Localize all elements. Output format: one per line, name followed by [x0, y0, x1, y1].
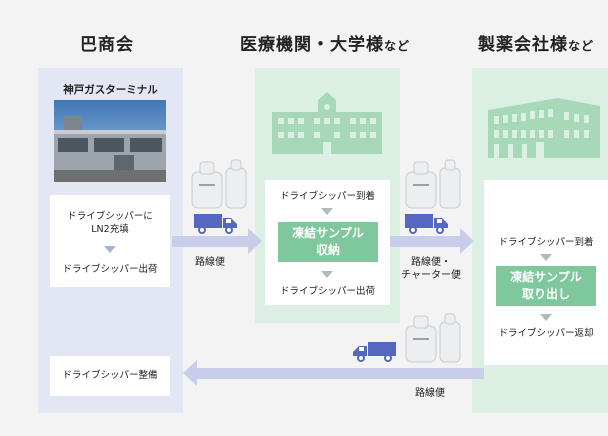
ship-text: ドライブシッパー出荷: [279, 286, 375, 297]
step-card-tomoe: [50, 195, 170, 287]
return-text: ドライブシッパー返却: [498, 328, 594, 339]
column-title-pharma: 製薬会社様など: [478, 35, 595, 55]
arrival-text: ドライブシッパー到着: [279, 191, 375, 202]
flow-arrow-1: [172, 236, 250, 247]
arrival-text: ドライブシッパー到着: [498, 237, 594, 248]
down-arrow-icon: [540, 314, 552, 321]
step-ship-text: ドライブシッパー出荷: [62, 264, 158, 275]
pharma-building-icon: [488, 98, 600, 158]
retrieve-sample-badge: 凍結サンプル取り出し: [496, 266, 596, 306]
route-label-return: 路線便: [415, 388, 445, 399]
maintenance-text: ドライブシッパー整備: [62, 370, 158, 381]
column-title-tomoe: 巴商会: [80, 35, 134, 55]
dry-shipper-icon: [405, 313, 461, 363]
down-arrow-icon: [104, 246, 116, 253]
university-building-icon: [272, 92, 382, 154]
down-arrow-icon: [321, 271, 333, 278]
building-photo: [54, 100, 166, 182]
column-title-medical: 医療機関・大学様など: [240, 35, 411, 55]
store-sample-badge: 凍結サンプル収納: [278, 222, 378, 262]
dry-shipper-icon: [191, 159, 247, 209]
arrow-head-icon: [248, 228, 262, 254]
flow-arrow-2: [390, 236, 462, 247]
down-arrow-icon: [540, 254, 552, 261]
route-label-2: 路線便・チャーター便: [401, 257, 461, 281]
truck-icon: [405, 214, 448, 234]
down-arrow-icon: [321, 208, 333, 215]
maintenance-card: [50, 356, 170, 396]
route-label-1: 路線便: [195, 257, 225, 268]
dry-shipper-icon: [405, 159, 461, 209]
return-arrow: [196, 368, 484, 379]
truck-icon: [194, 214, 237, 234]
truck-icon: [353, 342, 396, 362]
arrow-head-icon: [183, 360, 197, 386]
location-label: 神戸ガスターミナル: [63, 84, 158, 96]
arrow-head-icon: [460, 228, 474, 254]
